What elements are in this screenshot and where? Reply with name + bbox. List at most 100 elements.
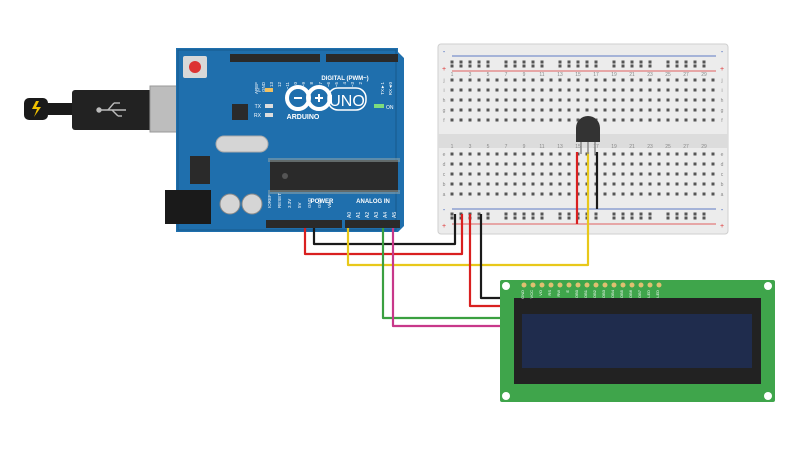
breadboard-hole[interactable] — [666, 98, 670, 102]
breadboard-hole[interactable] — [459, 172, 463, 176]
breadboard-hole[interactable] — [522, 88, 526, 92]
breadboard-rail-hole[interactable] — [540, 60, 544, 64]
breadboard-hole[interactable] — [648, 192, 652, 196]
breadboard-hole[interactable] — [666, 88, 670, 92]
breadboard-hole[interactable] — [702, 192, 706, 196]
lcd-pin[interactable] — [629, 282, 635, 288]
breadboard-hole[interactable] — [702, 98, 706, 102]
breadboard-hole[interactable] — [567, 118, 571, 122]
breadboard-hole[interactable] — [684, 98, 688, 102]
breadboard-hole[interactable] — [684, 88, 688, 92]
breadboard-hole[interactable] — [648, 182, 652, 186]
breadboard-hole[interactable] — [684, 172, 688, 176]
breadboard-hole[interactable] — [567, 78, 571, 82]
breadboard-hole[interactable] — [477, 182, 481, 186]
breadboard-hole[interactable] — [540, 182, 544, 186]
breadboard-hole[interactable] — [459, 108, 463, 112]
breadboard-hole[interactable] — [639, 98, 643, 102]
lcd-pin[interactable] — [539, 282, 545, 288]
breadboard-hole[interactable] — [612, 78, 616, 82]
breadboard-rail-hole[interactable] — [621, 216, 625, 220]
breadboard-hole[interactable] — [576, 88, 580, 92]
lcd-pin[interactable] — [575, 282, 581, 288]
breadboard-rail-hole[interactable] — [612, 60, 616, 64]
breadboard-hole[interactable] — [495, 182, 499, 186]
breadboard-rail-hole[interactable] — [675, 64, 679, 68]
breadboard-hole[interactable] — [549, 152, 553, 156]
breadboard-rail-hole[interactable] — [468, 60, 472, 64]
breadboard-hole[interactable] — [531, 88, 535, 92]
breadboard-rail-hole[interactable] — [504, 64, 508, 68]
reset-button-cap[interactable] — [189, 61, 201, 73]
breadboard-hole[interactable] — [450, 182, 454, 186]
breadboard-rail-hole[interactable] — [621, 64, 625, 68]
breadboard-rail-hole[interactable] — [522, 216, 526, 220]
breadboard-hole[interactable] — [693, 98, 697, 102]
breadboard-hole[interactable] — [468, 78, 472, 82]
breadboard-rail-hole[interactable] — [567, 60, 571, 64]
breadboard-hole[interactable] — [648, 98, 652, 102]
breadboard-rail-hole[interactable] — [594, 60, 598, 64]
breadboard-hole[interactable] — [549, 182, 553, 186]
breadboard-hole[interactable] — [630, 88, 634, 92]
breadboard-hole[interactable] — [459, 152, 463, 156]
breadboard-hole[interactable] — [711, 98, 715, 102]
breadboard-rail-hole[interactable] — [567, 64, 571, 68]
breadboard-rail-hole[interactable] — [540, 212, 544, 216]
breadboard-hole[interactable] — [513, 172, 517, 176]
breadboard-hole[interactable] — [621, 172, 625, 176]
breadboard-rail-hole[interactable] — [630, 212, 634, 216]
breadboard-hole[interactable] — [630, 108, 634, 112]
breadboard-hole[interactable] — [666, 78, 670, 82]
breadboard-hole[interactable] — [603, 88, 607, 92]
breadboard-hole[interactable] — [531, 162, 535, 166]
breadboard-hole[interactable] — [531, 78, 535, 82]
breadboard-rail-hole[interactable] — [450, 212, 454, 216]
breadboard-hole[interactable] — [657, 98, 661, 102]
breadboard-hole[interactable] — [468, 182, 472, 186]
breadboard-hole[interactable] — [558, 108, 562, 112]
breadboard-hole[interactable] — [603, 78, 607, 82]
breadboard-hole[interactable] — [504, 162, 508, 166]
breadboard-hole[interactable] — [657, 162, 661, 166]
breadboard-hole[interactable] — [558, 182, 562, 186]
breadboard-hole[interactable] — [666, 108, 670, 112]
breadboard-hole[interactable] — [468, 192, 472, 196]
breadboard-hole[interactable] — [612, 152, 616, 156]
breadboard-rail-hole[interactable] — [540, 216, 544, 220]
breadboard-hole[interactable] — [477, 88, 481, 92]
breadboard-hole[interactable] — [675, 152, 679, 156]
breadboard-rail-hole[interactable] — [693, 212, 697, 216]
breadboard-hole[interactable] — [675, 162, 679, 166]
breadboard-rail-hole[interactable] — [576, 60, 580, 64]
breadboard-hole[interactable] — [477, 108, 481, 112]
breadboard-rail-hole[interactable] — [522, 64, 526, 68]
breadboard-hole[interactable] — [603, 98, 607, 102]
breadboard-rail-hole[interactable] — [558, 60, 562, 64]
breadboard-rail-hole[interactable] — [567, 216, 571, 220]
breadboard-hole[interactable] — [675, 182, 679, 186]
breadboard-hole[interactable] — [504, 182, 508, 186]
breadboard-hole[interactable] — [531, 172, 535, 176]
breadboard-hole[interactable] — [549, 162, 553, 166]
breadboard-hole[interactable] — [531, 118, 535, 122]
breadboard-hole[interactable] — [675, 192, 679, 196]
breadboard-hole[interactable] — [495, 98, 499, 102]
breadboard-hole[interactable] — [666, 182, 670, 186]
breadboard-hole[interactable] — [513, 182, 517, 186]
breadboard-hole[interactable] — [468, 172, 472, 176]
lcd-pin[interactable] — [593, 282, 599, 288]
wire-a4-green[interactable] — [381, 228, 516, 320]
breadboard-hole[interactable] — [459, 192, 463, 196]
breadboard-rail-hole[interactable] — [702, 212, 706, 216]
breadboard-rail-hole[interactable] — [684, 216, 688, 220]
breadboard-rail-hole[interactable] — [621, 60, 625, 64]
breadboard-rail-hole[interactable] — [594, 64, 598, 68]
breadboard-rail-hole[interactable] — [702, 60, 706, 64]
breadboard-hole[interactable] — [558, 172, 562, 176]
lcd-pin[interactable] — [557, 282, 563, 288]
breadboard-hole[interactable] — [612, 88, 616, 92]
breadboard-hole[interactable] — [702, 108, 706, 112]
breadboard-hole[interactable] — [612, 108, 616, 112]
breadboard-hole[interactable] — [576, 108, 580, 112]
